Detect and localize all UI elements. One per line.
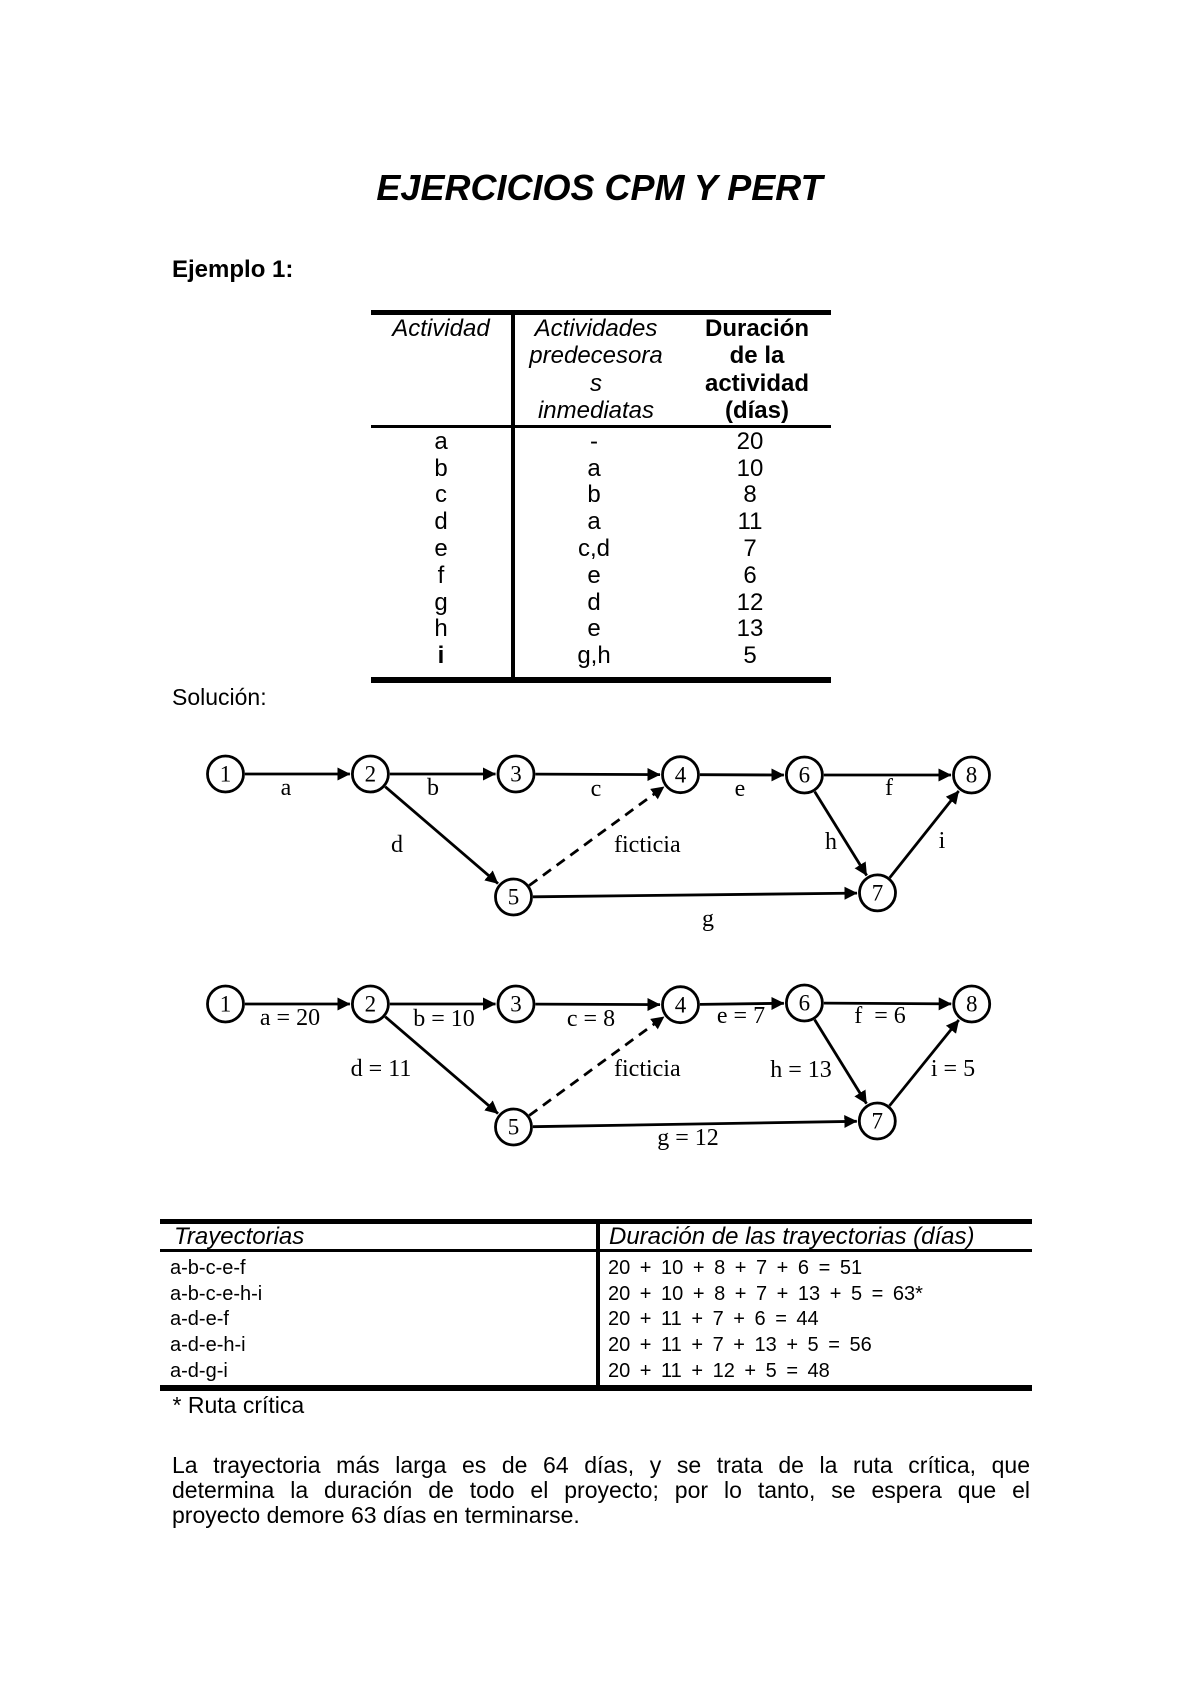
svg-text:8: 8 bbox=[966, 992, 978, 1017]
svg-text:d = 11: d = 11 bbox=[351, 1056, 412, 1082]
svg-text:7: 7 bbox=[872, 881, 884, 906]
svg-text:3: 3 bbox=[510, 992, 522, 1017]
svg-text:ficticia: ficticia bbox=[614, 832, 681, 858]
svg-text:c = 8: c = 8 bbox=[567, 1006, 615, 1032]
svg-text:i = 5: i = 5 bbox=[931, 1056, 975, 1082]
svg-text:3: 3 bbox=[510, 762, 522, 787]
svg-text:g: g bbox=[702, 906, 714, 932]
svg-text:g = 12: g = 12 bbox=[657, 1125, 719, 1151]
svg-text:2: 2 bbox=[365, 992, 377, 1017]
svg-text:e: e bbox=[735, 776, 746, 802]
svg-text:i: i bbox=[939, 828, 946, 854]
svg-text:f = 6: f = 6 bbox=[854, 1003, 906, 1029]
svg-text:f: f bbox=[885, 775, 893, 801]
svg-text:4: 4 bbox=[675, 992, 687, 1017]
svg-text:1: 1 bbox=[220, 992, 232, 1017]
svg-text:4: 4 bbox=[675, 762, 687, 787]
svg-text:5: 5 bbox=[508, 885, 520, 910]
svg-text:h = 13: h = 13 bbox=[770, 1057, 832, 1083]
svg-text:h: h bbox=[825, 829, 837, 855]
svg-text:a = 20: a = 20 bbox=[260, 1005, 320, 1031]
svg-text:a: a bbox=[281, 775, 292, 801]
svg-text:6: 6 bbox=[799, 763, 811, 788]
svg-text:e = 7: e = 7 bbox=[717, 1003, 765, 1029]
svg-text:2: 2 bbox=[365, 762, 377, 787]
svg-text:7: 7 bbox=[872, 1109, 884, 1134]
svg-text:1: 1 bbox=[220, 762, 232, 787]
svg-text:5: 5 bbox=[508, 1115, 520, 1140]
svg-text:b: b bbox=[427, 775, 439, 801]
svg-text:c: c bbox=[591, 776, 602, 802]
svg-text:ficticia: ficticia bbox=[614, 1056, 681, 1082]
svg-text:8: 8 bbox=[966, 763, 978, 788]
svg-text:6: 6 bbox=[799, 991, 811, 1016]
svg-text:d: d bbox=[391, 832, 403, 858]
svg-text:b = 10: b = 10 bbox=[413, 1006, 475, 1032]
